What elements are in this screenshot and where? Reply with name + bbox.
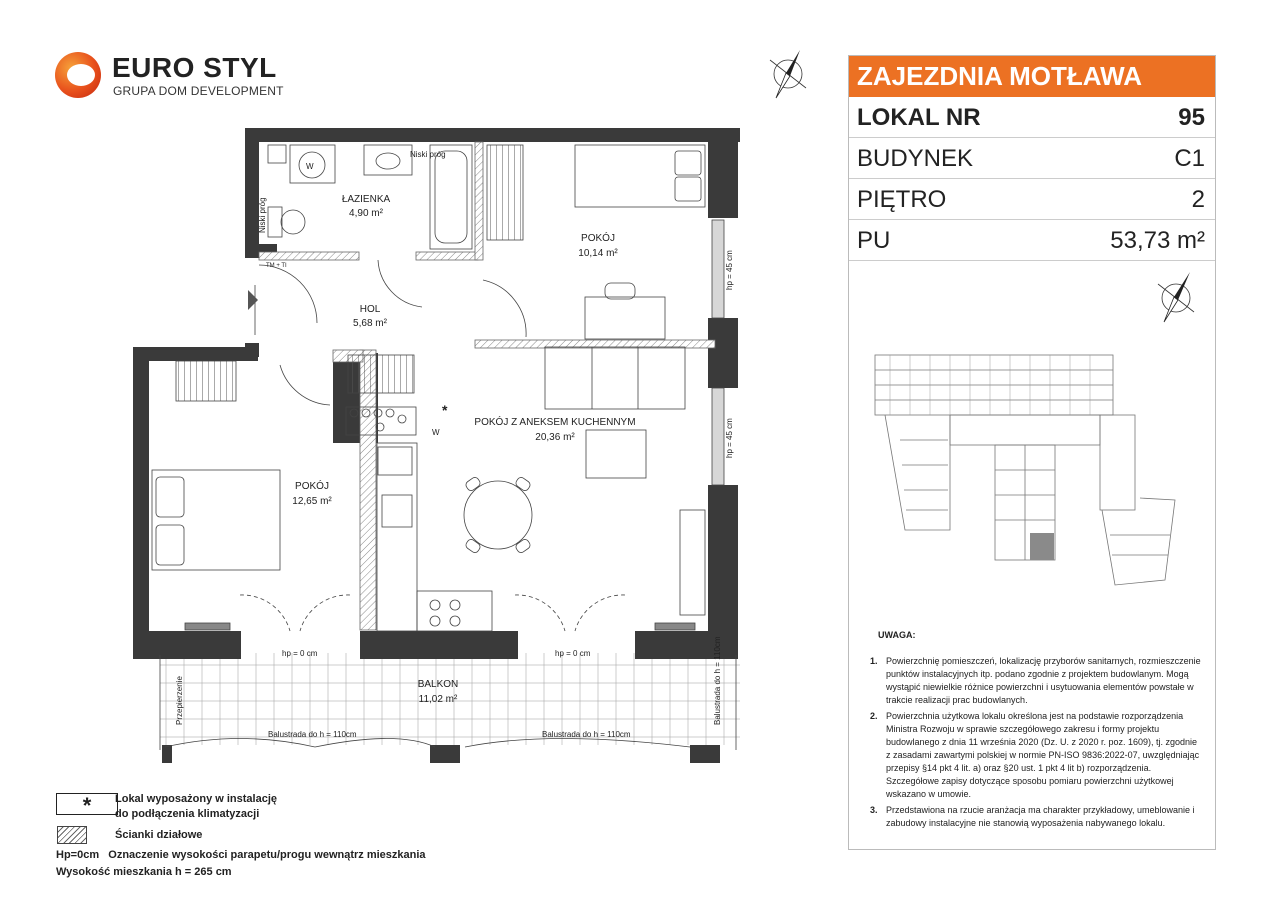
note-item: Powierzchnię pomieszczeń, lokalizację pr… bbox=[880, 655, 1203, 707]
project-title: ZAJEZDNIA MOTŁAWA bbox=[849, 56, 1215, 97]
balustrade-label: Balustrada do h = 110cm bbox=[713, 636, 722, 725]
partition-walls bbox=[258, 141, 716, 631]
info-label: PU bbox=[857, 227, 891, 254]
balustrade-label: Balustrada do h = 110cm bbox=[542, 730, 631, 739]
room-name: POKÓJ Z ANEKSEM KUCHENNYM bbox=[474, 415, 635, 428]
partition-legend-swatch bbox=[57, 826, 87, 844]
north-arrow-icon bbox=[1157, 272, 1195, 323]
room-name: BALKON bbox=[418, 679, 459, 690]
info-value: 95 bbox=[1178, 104, 1205, 131]
hp-legend: Hp=0cm Oznaczenie wysokości parapetu/pro… bbox=[56, 849, 426, 861]
threshold-label: Niski próg bbox=[410, 150, 446, 159]
threshold-height-label: hp = 0 cm bbox=[282, 649, 318, 658]
partition-label: Przepierzenie bbox=[175, 676, 184, 725]
info-row-area: PU 53,73 m² bbox=[849, 220, 1215, 261]
note-item: Przedstawiona na rzucie aranżacja ma cha… bbox=[880, 804, 1203, 830]
room-name: POKÓJ bbox=[581, 231, 615, 244]
brand-name: EURO STYL bbox=[112, 52, 277, 83]
room-name: HOL bbox=[360, 304, 381, 315]
room-area: 12,65 m² bbox=[292, 496, 332, 507]
brand-subtitle: GRUPA DOM DEVELOPMENT bbox=[113, 84, 284, 98]
info-row-unit: LOKAL NR 95 bbox=[849, 97, 1215, 138]
north-arrow-icon bbox=[769, 50, 807, 99]
w-label: W bbox=[432, 428, 440, 437]
brand-logo-icon bbox=[55, 52, 101, 98]
note-item: Powierzchnia użytkowa lokalu określona j… bbox=[880, 710, 1203, 801]
room-name: ŁAZIENKA bbox=[342, 194, 391, 205]
info-label: PIĘTRO bbox=[857, 186, 947, 213]
info-value: 53,73 m² bbox=[1110, 227, 1205, 254]
building-key-plan bbox=[874, 354, 1176, 586]
room-area: 20,36 m² bbox=[535, 432, 575, 443]
threshold-label: Niski próg bbox=[258, 197, 267, 233]
walls bbox=[133, 128, 740, 763]
notes-list: Powierzchnię pomieszczeń, lokalizację pr… bbox=[858, 655, 1203, 833]
info-label: BUDYNEK bbox=[857, 145, 974, 172]
tm-label: TM + TI bbox=[266, 263, 287, 269]
sill-height-label: hp = 45 cm bbox=[725, 250, 734, 290]
ac-legend-symbol: * bbox=[56, 793, 118, 818]
info-panel bbox=[848, 55, 1216, 850]
ac-legend-line1: Lokal wyposażony w instalację bbox=[115, 793, 277, 805]
info-value: C1 bbox=[1174, 145, 1205, 172]
floor-plan: ŁAZIENKA 4,90 m² HOL 5,68 m² POKÓJ 10,14… bbox=[133, 128, 740, 763]
notes-title: UWAGA: bbox=[878, 630, 916, 640]
partition-legend-label: Ścianki działowe bbox=[115, 829, 203, 841]
info-row-floor: PIĘTRO 2 bbox=[849, 179, 1215, 220]
height-legend: Wysokość mieszkania h = 265 cm bbox=[56, 866, 232, 878]
room-name: POKÓJ bbox=[295, 479, 329, 492]
info-row-building: BUDYNEK C1 bbox=[849, 138, 1215, 179]
balustrade-label: Balustrada do h = 110cm bbox=[268, 730, 357, 739]
room-area: 10,14 m² bbox=[578, 248, 618, 259]
sill-height-label: hp = 45 cm bbox=[725, 418, 734, 458]
ac-legend-line2: do podłączenia klimatyzacji bbox=[115, 808, 260, 820]
unit-highlight bbox=[1030, 533, 1054, 560]
info-value: 2 bbox=[1191, 186, 1205, 213]
room-area: 11,02 m² bbox=[419, 694, 458, 705]
entry-arrow-icon bbox=[248, 290, 258, 310]
w-label: W bbox=[306, 162, 314, 171]
room-area: 4,90 m² bbox=[349, 208, 384, 219]
threshold-height-label: hp = 0 cm bbox=[555, 649, 591, 658]
info-label: LOKAL NR bbox=[857, 104, 981, 131]
ac-star: * bbox=[442, 402, 448, 418]
room-area: 5,68 m² bbox=[353, 318, 388, 329]
